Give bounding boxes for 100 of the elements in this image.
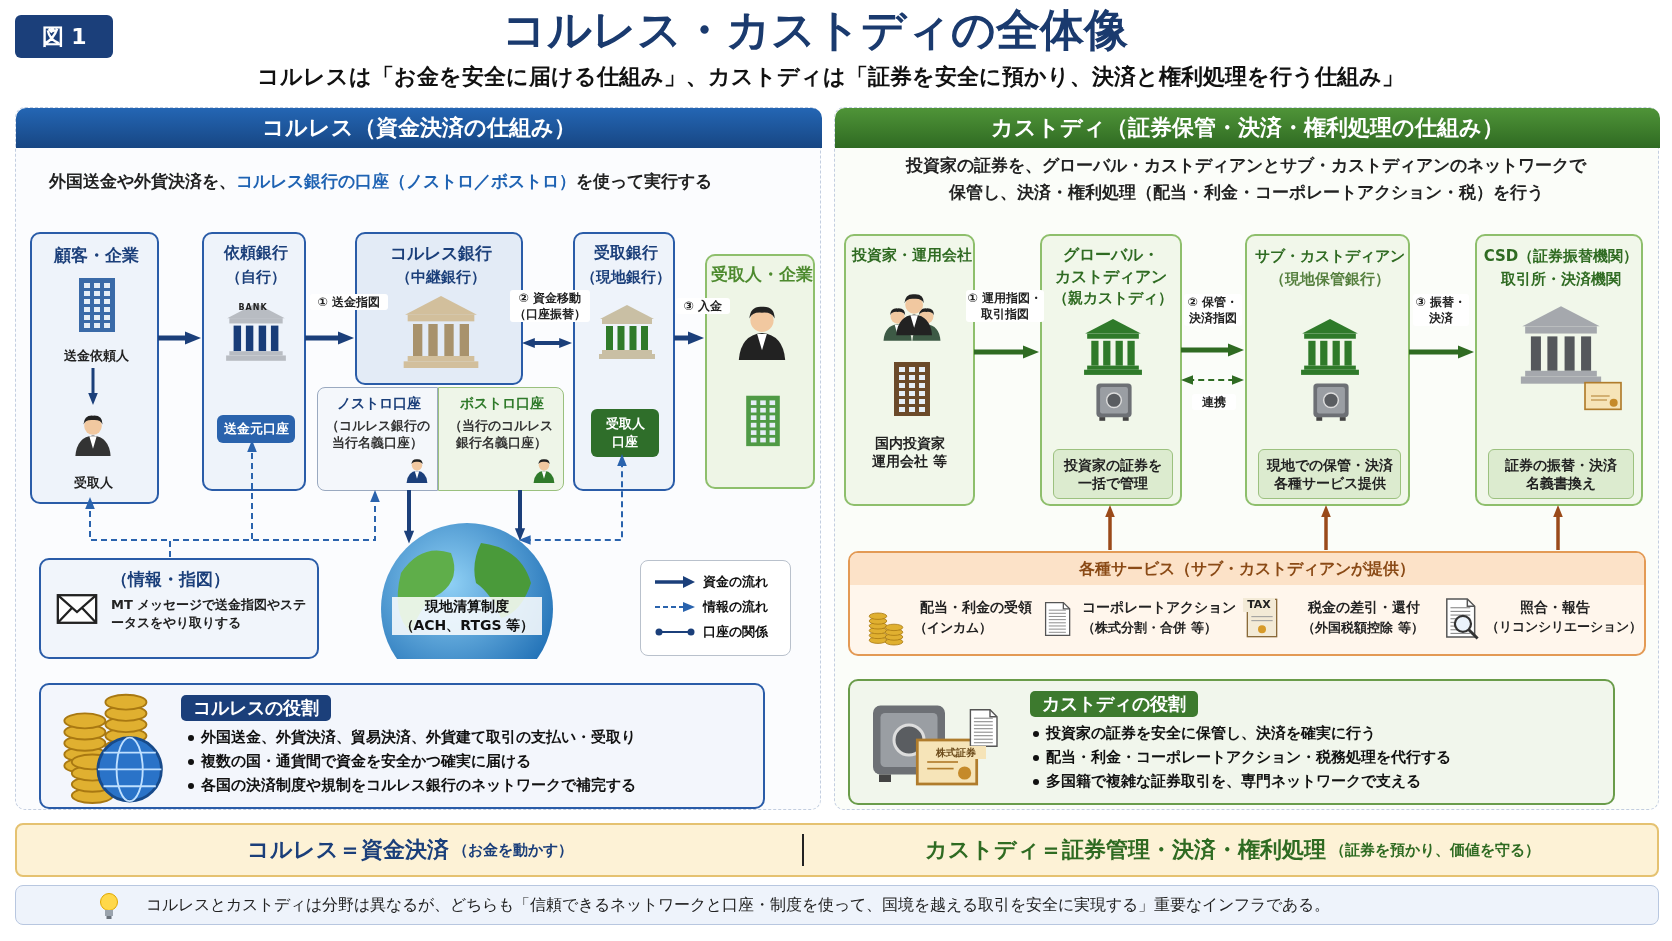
arrow <box>674 331 704 345</box>
globe-caption: （ACH、RTGS 等） <box>392 616 542 635</box>
body-text: 国内投資家運用会社 等 <box>871 434 948 471</box>
subtitle: コルレスは「お金を安全に届ける仕組み」、カストディは「証券を安全に預かり、決済と権利処理を行う仕組み」 <box>255 63 1405 91</box>
bullet-item: 各国の決済制度や規制をコルレス銀行のネットワークで補完する <box>201 775 636 796</box>
dashed-arrow <box>169 490 380 558</box>
role-heading: カストディの役割 <box>1030 691 1198 718</box>
intro-text: 外国送金や外貨決済を、コルレス銀行の口座（ノストロ／ボストロ）を使って実行する <box>49 170 713 193</box>
figure-badge: 図 1 <box>15 15 113 58</box>
services-heading: 各種サービス（サブ・カストディアンが提供） <box>850 553 1644 585</box>
box-heading: 受取銀行 <box>593 242 659 264</box>
box-heading: サブ・カストディアン <box>1253 246 1406 267</box>
arrow <box>1105 505 1115 550</box>
service-badge: 現地での保管・決済各種サービス提供 <box>1258 449 1401 499</box>
dashed-arrow <box>518 454 627 545</box>
service-badge: 投資家の証券を一括で管理 <box>1053 449 1173 499</box>
edge-label: ① 運用指図・取引指図 <box>966 290 1044 323</box>
box-heading: 受取人・企業 <box>710 264 814 286</box>
account-box <box>317 387 438 491</box>
bullet-item: 外国送金、外貨決済、貿易決済、外貨建て取引の支払い・受取り <box>201 727 636 748</box>
edge-label: ② 保管・決済指図 <box>1184 294 1242 327</box>
section-panel <box>15 107 821 810</box>
title: コルレス・カストディの全体像 <box>501 4 1129 57</box>
role-label: 送金依頼人 <box>63 347 130 365</box>
arrow <box>522 337 572 349</box>
account-heading: ボストロ口座 <box>459 394 545 413</box>
bullet-item: 複数の国・通貨間で資金を安全かつ確実に届ける <box>201 751 531 772</box>
box-subheading: （中継銀行） <box>395 267 487 288</box>
arrow <box>305 331 354 345</box>
bank-box <box>202 232 306 491</box>
role-box <box>848 679 1615 805</box>
summary-note: （お金を動かす） <box>452 840 573 860</box>
service-name: 照合・報告 <box>1520 598 1590 617</box>
arrow <box>88 368 98 405</box>
box-heading: 投資家・運用会社 <box>850 246 973 265</box>
summary-note: （証券を預かり、価値を守る） <box>1329 840 1540 860</box>
arrow <box>1553 505 1563 550</box>
edge-label: ③ 振替・決済 <box>1413 294 1469 327</box>
box-heading: （情報・指図） <box>111 568 231 591</box>
arrow <box>514 490 526 542</box>
note-band <box>15 885 1659 925</box>
box-subheading: 取引所・決済機関 <box>1500 270 1622 289</box>
box-subheading: （現地保管銀行） <box>1268 270 1391 289</box>
summary-heading: コルレス＝資金決済 <box>246 836 449 864</box>
box-heading: コルレス銀行 <box>389 242 493 265</box>
bullet-item: 多国籍で複雑な証券取引を、専門ネットワークで支える <box>1046 771 1421 792</box>
actor-box <box>30 232 159 504</box>
service-note: （インカム） <box>914 619 992 637</box>
role-box <box>39 683 765 809</box>
service-name: 配当・利金の受領 <box>920 598 1032 617</box>
service-badge: 証券の振替・決済名義書換え <box>1488 449 1634 499</box>
summary-band <box>15 823 1659 877</box>
inscription-text: BANK <box>237 303 269 314</box>
section-panel <box>834 107 1659 810</box>
role-label: 受取人 <box>72 474 114 492</box>
summary-heading: カストディ＝証券管理・決済・権利処理 <box>924 836 1326 864</box>
section-header: コルレス（資金決済の仕組み） <box>16 108 822 148</box>
service-name: 税金の差引・還付 <box>1308 598 1420 617</box>
account-box <box>438 387 564 491</box>
box-heading: グローバル・カストディアン <box>1054 245 1168 288</box>
arrow <box>158 331 201 345</box>
role-heading: コルレスの役割 <box>181 695 331 722</box>
box-heading: 依頼銀行 <box>222 242 289 264</box>
box-subheading: （親カストディ） <box>1052 289 1174 308</box>
custodian-box <box>1475 234 1643 506</box>
legend-label: 情報の流れ <box>703 598 768 616</box>
service-note: （株式分割・合併 等） <box>1082 619 1217 637</box>
arrow <box>1181 343 1244 357</box>
edge-label: ③ 入金 <box>676 298 730 315</box>
arrow <box>974 345 1039 359</box>
legend-label: 資金の流れ <box>703 573 768 591</box>
box-subheading: （現地銀行） <box>580 267 672 288</box>
box-heading: CSD（証券振替機関） <box>1482 246 1640 267</box>
dashed-arrow <box>1181 375 1244 385</box>
globe-caption: 現地清算制度 <box>392 597 542 616</box>
bullet-item: 配当・利金・コーポレートアクション・税務処理を代行する <box>1046 747 1451 768</box>
account-note: （コルレス銀行の当行名義口座） <box>324 418 431 452</box>
legend-label: 口座の関係 <box>703 623 768 641</box>
arrow <box>1321 505 1331 550</box>
edge-label: ① 送金指図 <box>310 294 388 311</box>
inscription-text: TAX <box>1243 598 1275 613</box>
edge-label: ② 資金移動（口座振替） <box>510 290 590 323</box>
account-heading: ノストロ口座 <box>335 394 422 413</box>
arrow <box>1409 345 1474 359</box>
edge-label: 連携 <box>1192 394 1236 411</box>
box-subheading: （自行） <box>225 267 287 288</box>
custodian-box <box>1040 234 1182 506</box>
message-box <box>39 558 319 659</box>
note-text: コルレスとカストディは分野は異なるが、どちらも「信頼できるネットワークと口座・制度を使って、国境を越える取引を安全に実現する」重要なインフラである。 <box>146 895 1330 916</box>
account-note: （当行のコルレス銀行名義口座） <box>448 418 554 452</box>
arrow <box>403 490 415 544</box>
bullet-item: 投資家の証券を安全に保管し、決済を確実に行う <box>1046 723 1376 744</box>
service-name: コーポレートアクション <box>1082 598 1236 617</box>
services-band <box>848 551 1646 656</box>
section-header: カストディ（証券保管・決済・権利処理の仕組み） <box>835 108 1660 148</box>
intro-text: 投資家の証券を、グローバル・カストディアンとサブ・カストディアンのネットワークで保管し、決済・権利処理（配当・利金・コーポレートアクション・税）を行う <box>904 154 1588 204</box>
body-text: MT メッセージで送金指図やステータスをやり取りする <box>111 596 308 632</box>
service-note: （外国税額控除 等） <box>1302 619 1424 637</box>
account-badge: 送金元口座 <box>217 415 295 443</box>
box-heading: 顧客・企業 <box>53 244 140 267</box>
